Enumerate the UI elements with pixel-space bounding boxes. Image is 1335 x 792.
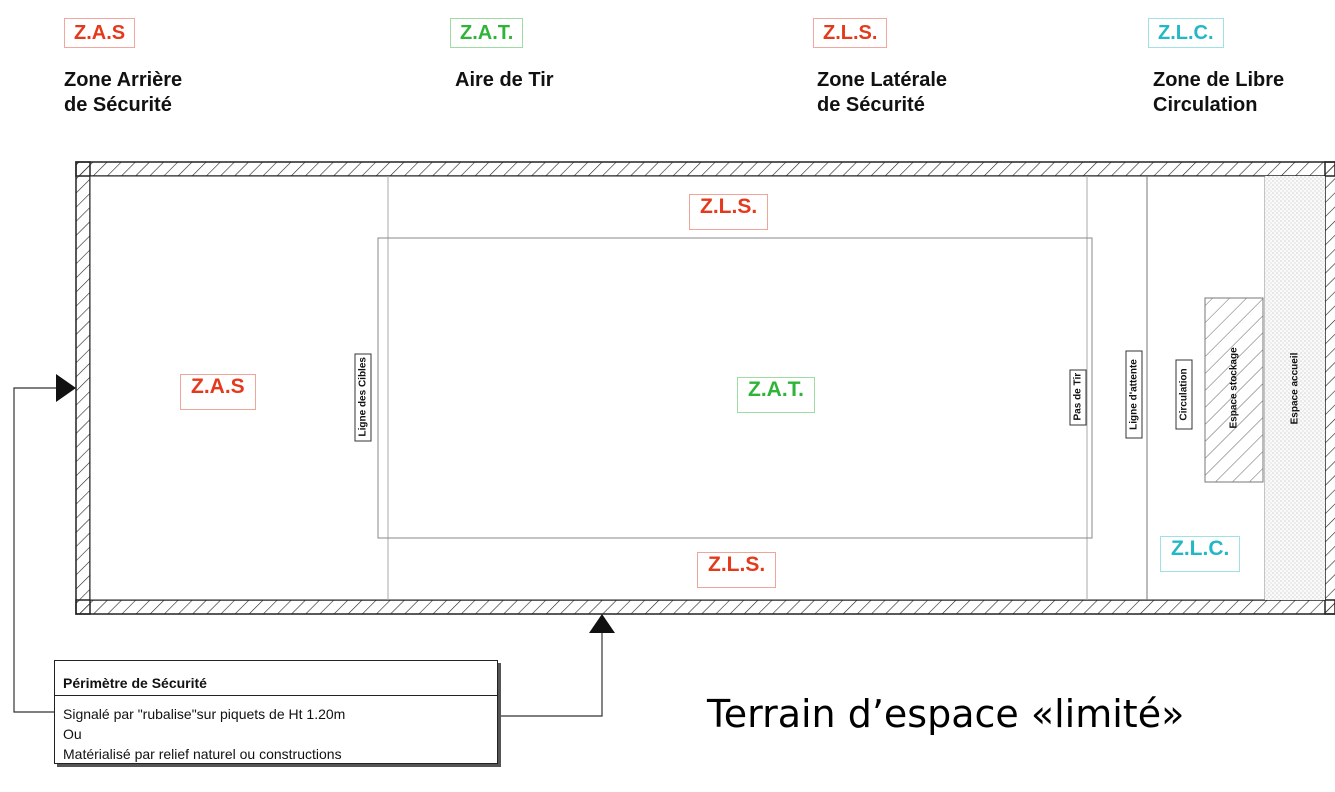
perimeter-line: Ou: [63, 726, 82, 742]
label-ligne-des-cibles: Ligne des Cibles: [354, 353, 372, 442]
label-ligne-attente: Ligne d'attente: [1125, 350, 1143, 439]
arrow-up-icon: [589, 614, 615, 633]
zone-badge-zlc: Z.L.C.: [1160, 536, 1241, 572]
zone-badge-zat: Z.A.T.: [737, 377, 815, 413]
legend-desc-line: Zone Latérale: [817, 69, 948, 91]
legend-code-zat: Z.A.T.: [450, 18, 524, 48]
legend-desc-line: de Sécurité: [64, 94, 172, 116]
legend-desc-line: de Sécurité: [817, 94, 925, 116]
legend-desc-line: Aire de Tir: [455, 69, 554, 91]
arrow-left-icon: [56, 374, 76, 402]
legend-desc-zls: Zone Latérale de Sécurité: [817, 68, 947, 118]
legend-desc-line: Zone Arrière: [64, 69, 183, 91]
perimeter-line: Matérialisé par relief naturel ou constr…: [63, 746, 342, 762]
perimeter-line: Signalé par "rubalise"sur piquets de Ht …: [63, 706, 346, 722]
perimeter-wall: [75, 161, 1335, 615]
legend-code-zlc: Z.L.C.: [1148, 18, 1224, 48]
legend-desc-line: Zone de Libre: [1153, 69, 1285, 91]
label-espace-accueil: Espace accueil: [1289, 352, 1301, 425]
label-espace-stockage: Espace stockage: [1228, 347, 1240, 429]
zone-badge-zls-bottom: Z.L.S.: [697, 552, 777, 588]
zone-badge-zls-top: Z.L.S.: [689, 194, 769, 230]
perimeter-title: Périmètre de Sécurité: [55, 661, 497, 696]
espace-stockage-area: [1204, 297, 1264, 483]
legend-code-zls: Z.L.S.: [813, 18, 888, 48]
label-circulation: Circulation: [1175, 359, 1193, 430]
label-pas-de-tir: Pas de Tir: [1069, 369, 1087, 426]
page-title: Terrain d’espace «limité»: [707, 692, 1185, 736]
legend-desc-zas: Zone Arrière de Sécurité: [64, 68, 182, 118]
zone-badge-zas: Z.A.S: [180, 374, 256, 410]
legend-desc-line: Circulation: [1153, 94, 1258, 116]
perimeter-info-box: Périmètre de Sécurité Signalé par "rubal…: [54, 660, 498, 764]
legend-desc-zat: Aire de Tir: [455, 68, 554, 93]
legend-desc-zlc: Zone de Libre Circulation: [1153, 68, 1284, 118]
espace-accueil-area: [1265, 176, 1325, 600]
legend-code-zas: Z.A.S: [64, 18, 136, 48]
perimeter-body: Signalé par "rubalise"sur piquets de Ht …: [55, 696, 497, 764]
perimeter-callout-lines: [13, 387, 603, 717]
